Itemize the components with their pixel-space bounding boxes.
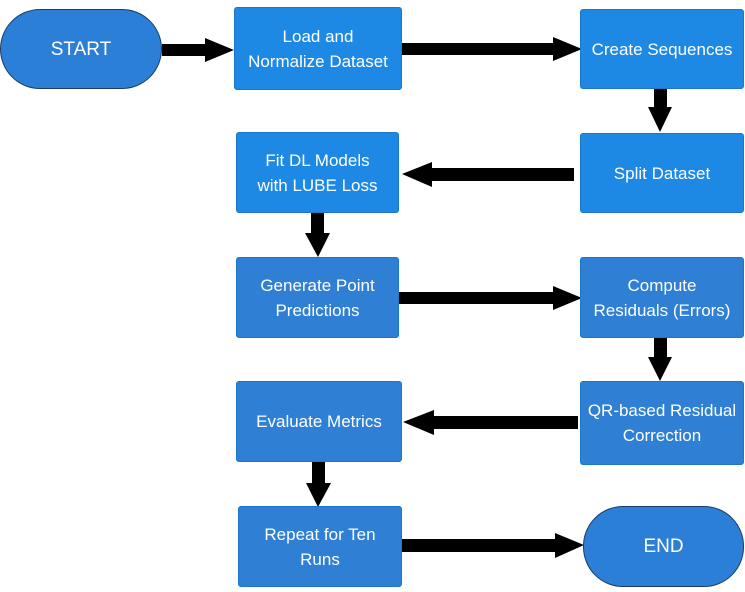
arrow-residuals-to-qr [648, 338, 672, 381]
fit-models-label: Fit DL Models with LUBE Loss [257, 150, 378, 195]
start-label: START [50, 38, 112, 60]
create-sequences-step: Create Sequences [580, 9, 744, 89]
load-normalize-label: Load and Normalize Dataset [248, 26, 388, 71]
arrow-sequences-to-split [648, 88, 672, 132]
qr-correction-label: QR-based Residual Correction [587, 401, 737, 445]
repeat-runs-step: Repeat for Ten Runs [238, 506, 402, 587]
evaluate-metrics-step: Evaluate Metrics [236, 381, 402, 462]
arrow-qr-to-evaluate [403, 410, 578, 435]
compute-residuals-step: Compute Residuals (Errors) [580, 257, 744, 338]
start-terminator: START [0, 9, 162, 89]
qr-correction-step: QR-based Residual Correction [580, 381, 744, 465]
arrow-repeat-to-end [402, 533, 584, 558]
end-label: END [643, 536, 684, 557]
load-normalize-step: Load and Normalize Dataset [234, 7, 402, 90]
split-dataset-step: Split Dataset [580, 133, 744, 213]
arrow-start-to-load [162, 38, 234, 62]
split-dataset-label: Split Dataset [613, 163, 711, 183]
evaluate-metrics-label: Evaluate Metrics [256, 412, 382, 431]
generate-predictions-label: Generate Point Predictions [260, 275, 375, 320]
compute-residuals-label: Compute Residuals (Errors) [593, 275, 731, 320]
arrow-evaluate-to-repeat [306, 462, 331, 507]
create-sequences-label: Create Sequences [591, 39, 733, 59]
arrow-load-to-sequences [400, 37, 582, 61]
arrow-split-to-fit [402, 162, 574, 187]
fit-models-step: Fit DL Models with LUBE Loss [236, 132, 399, 213]
end-terminator: END [583, 506, 744, 587]
arrow-fit-to-generate [305, 213, 330, 257]
repeat-runs-label: Repeat for Ten Runs [264, 524, 376, 569]
arrow-generate-to-residuals [398, 286, 582, 310]
generate-predictions-step: Generate Point Predictions [236, 257, 399, 338]
